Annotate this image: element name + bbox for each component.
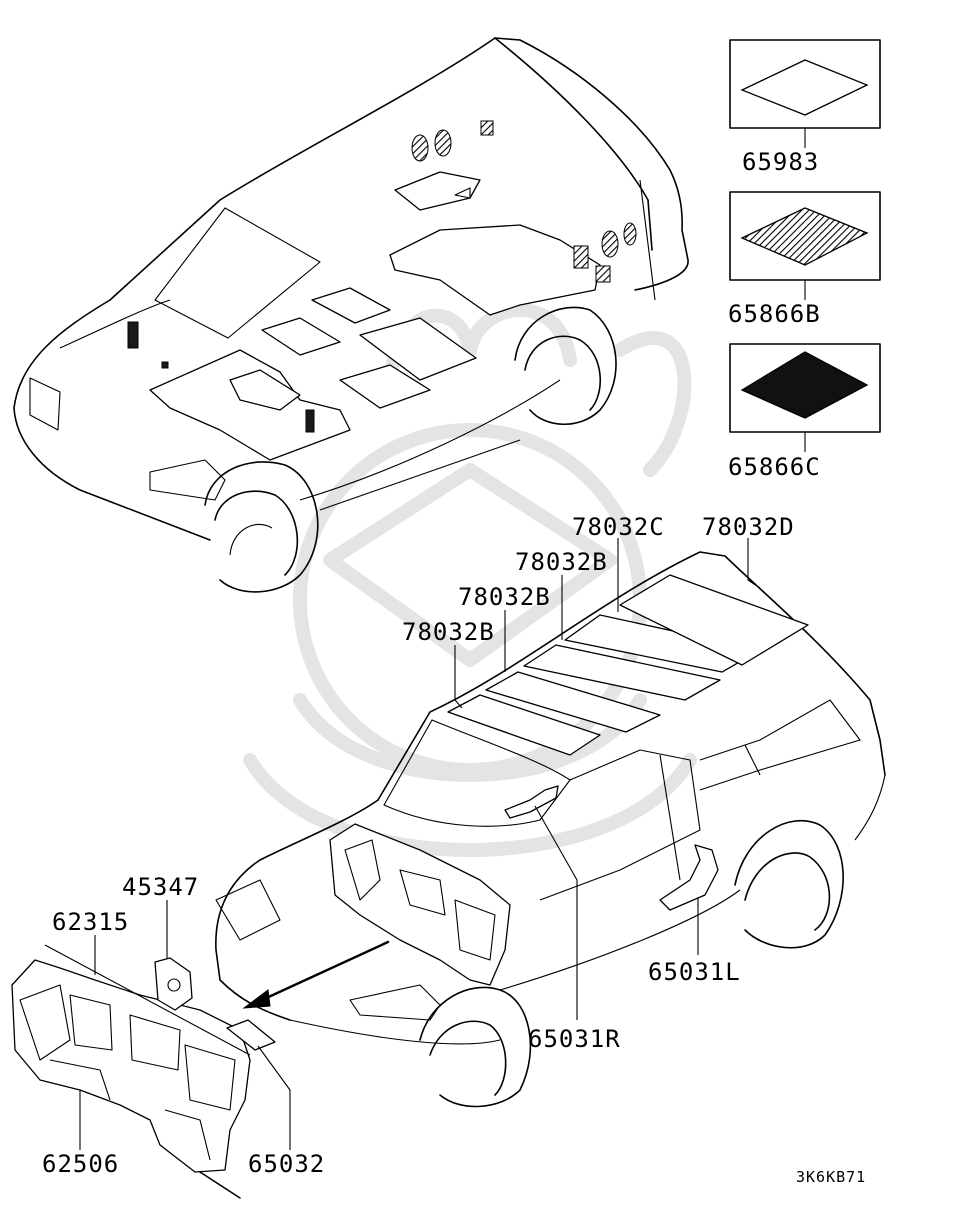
part-label-65032: 65032 [248, 1150, 325, 1178]
part-label-78032c: 78032C [572, 513, 665, 541]
part-label-45347: 45347 [122, 873, 199, 901]
part-label-78032b-middle: 78032B [458, 583, 551, 611]
top-vehicle-floor-view [13, 37, 689, 593]
part-labels: 78032C 78032D 78032B 78032B 78032B 45347… [42, 513, 866, 1186]
part-label-78032b-bottom: 78032B [402, 618, 495, 646]
part-label-62315: 62315 [52, 908, 129, 936]
part-label-65031l: 65031L [648, 958, 741, 986]
part-label-65866c: 65866C [728, 453, 821, 481]
dash-panel-exploded [11, 940, 390, 1199]
part-label-65866b: 65866B [728, 300, 821, 328]
swatch-65866c: 65866C [728, 343, 881, 481]
bottom-vehicle-view [215, 551, 886, 1108]
swatch-65983: 65983 [729, 39, 881, 176]
diagram-code: 3K6KB71 [796, 1168, 866, 1186]
leader-lines [79, 538, 761, 1150]
part-label-78032b-top: 78032B [515, 548, 608, 576]
watermark-emblem [243, 303, 697, 857]
swatch-65866b: 65866B [728, 191, 881, 328]
part-label-65983: 65983 [742, 148, 819, 176]
part-label-78032d: 78032D [702, 513, 795, 541]
part-label-65031r: 65031R [528, 1025, 621, 1053]
part-label-62506: 62506 [42, 1150, 119, 1178]
